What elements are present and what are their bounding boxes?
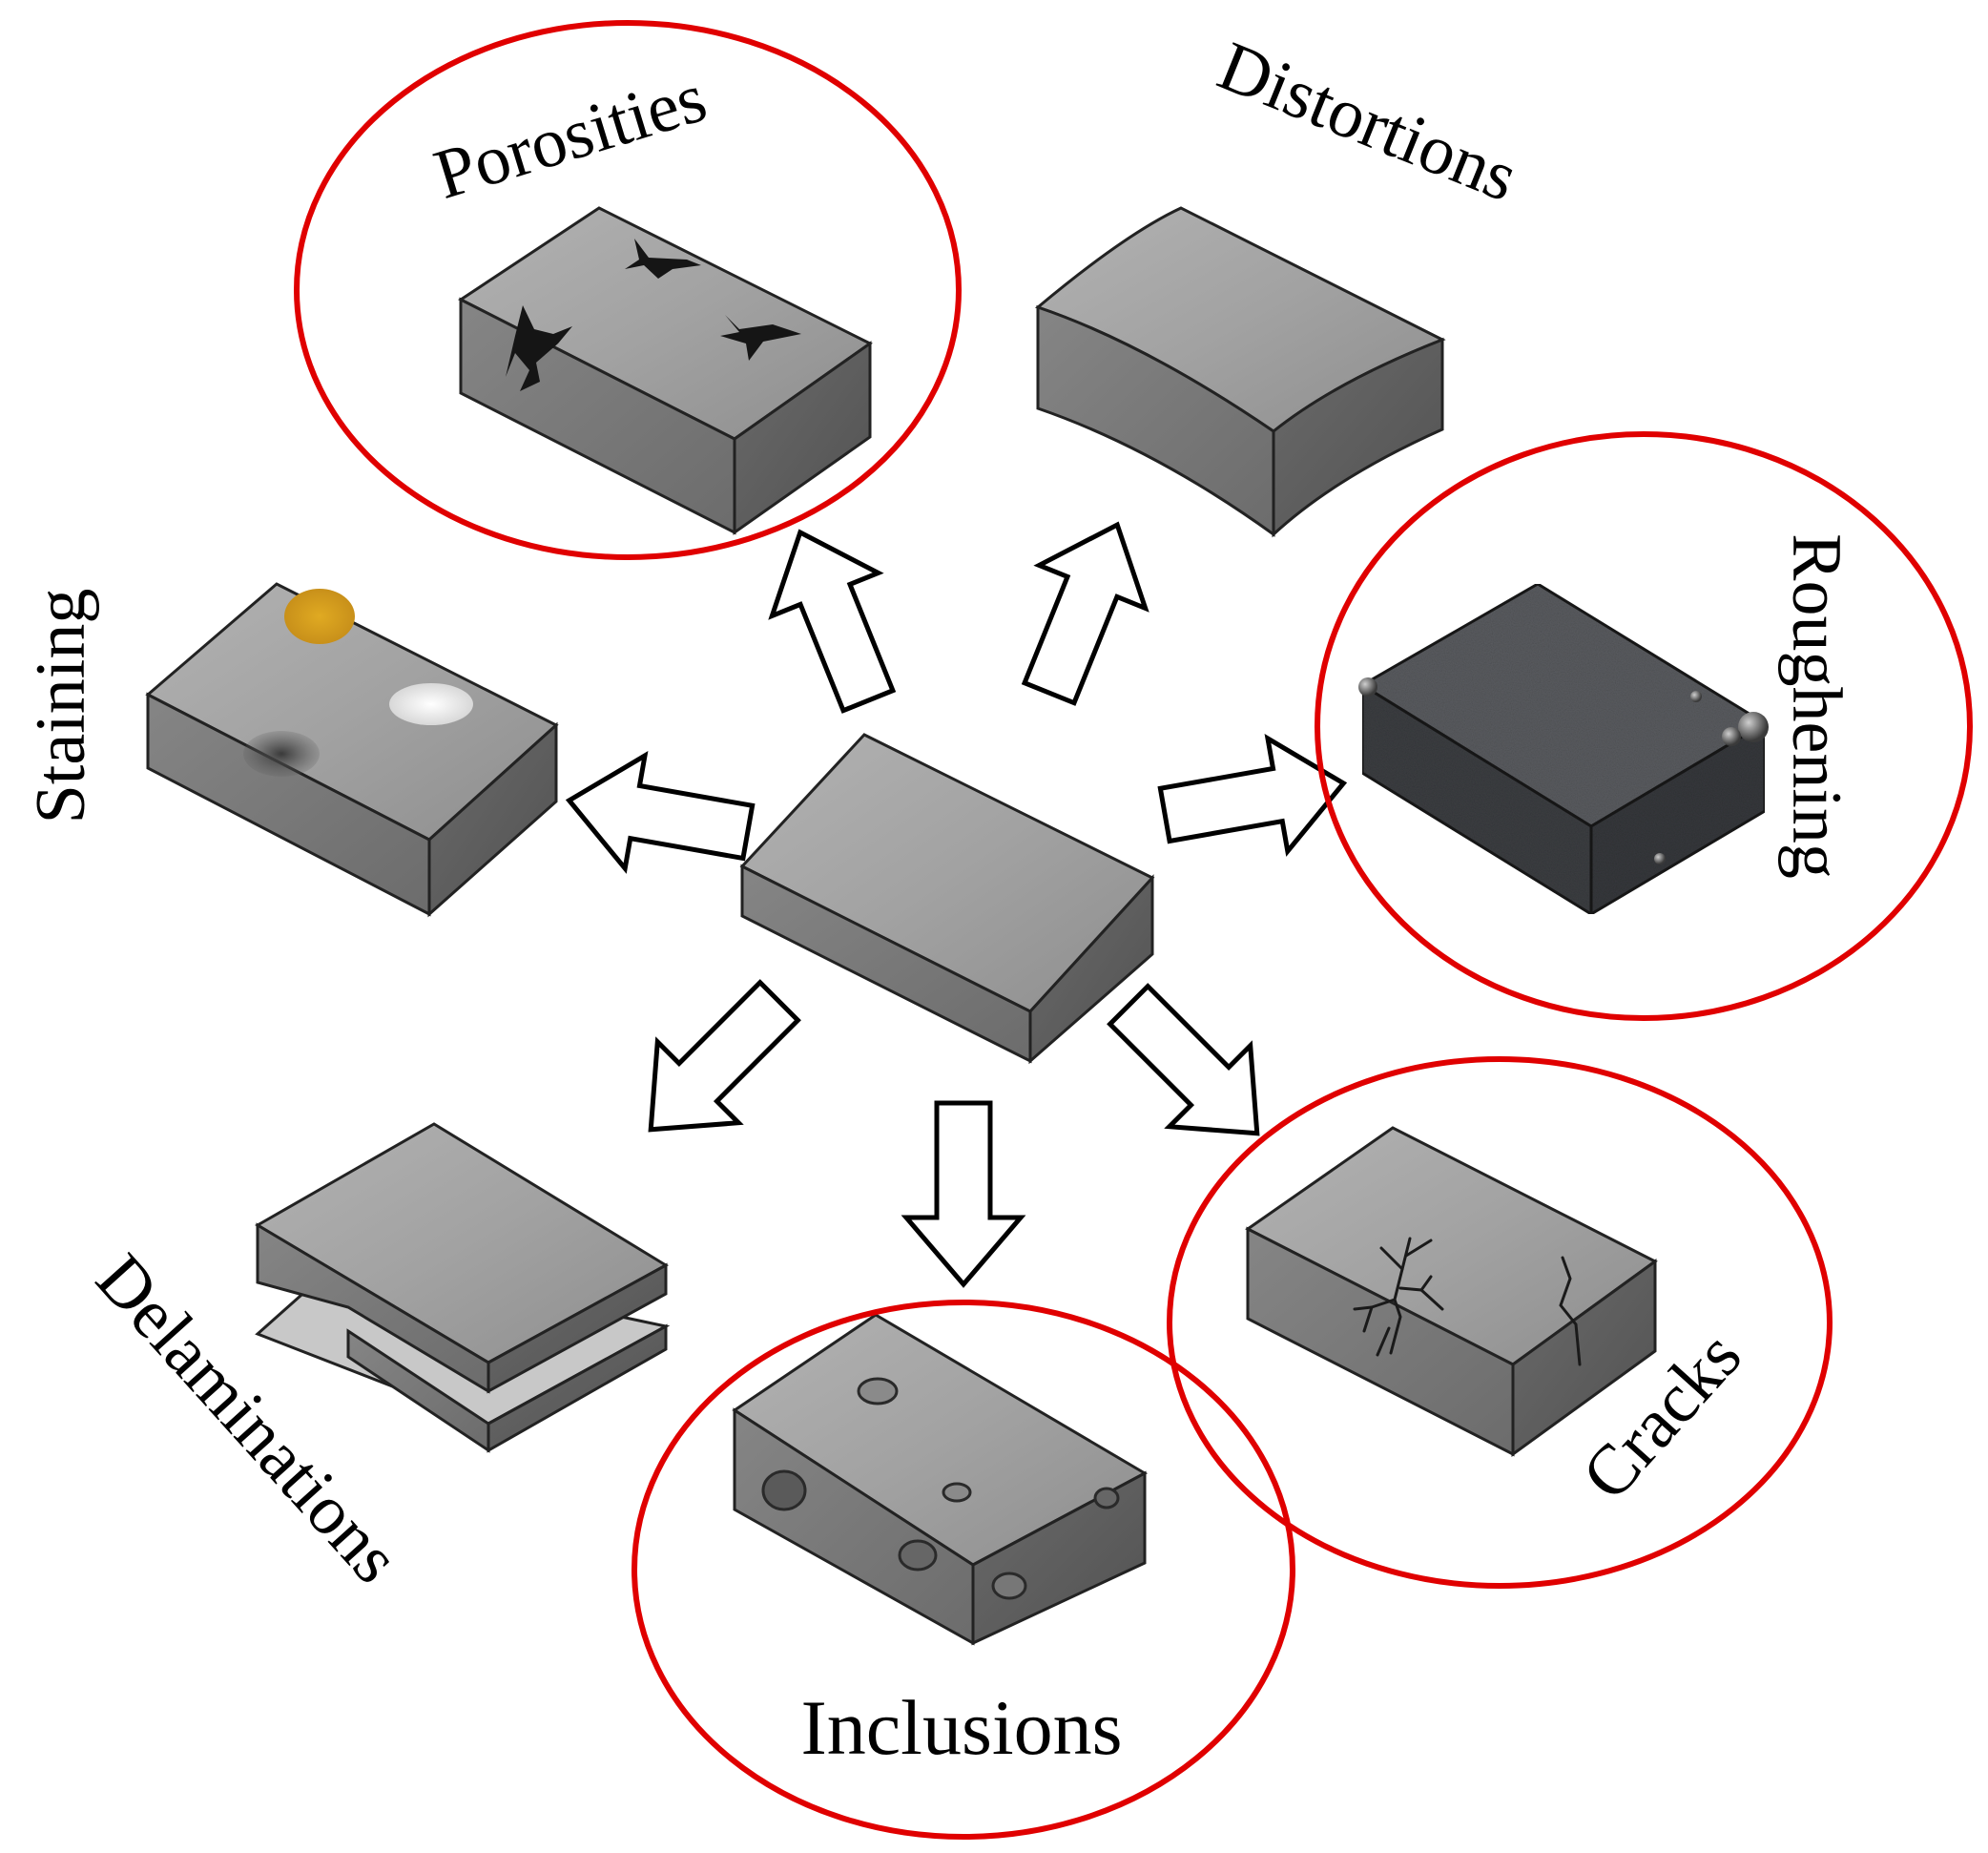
roughening-particle [1738, 712, 1769, 742]
roughening-particle [1654, 853, 1666, 864]
label-roughening: Roughening [1777, 533, 1855, 879]
center-block [739, 733, 1155, 1065]
arrow-to-distortions [1021, 521, 1149, 706]
staining-block [145, 582, 559, 918]
arrow-to-delaminations [648, 979, 801, 1133]
white-stain [389, 683, 473, 725]
crack-icon [1353, 1237, 1582, 1366]
label-staining: Staining [22, 589, 100, 824]
roughening-particle [1690, 691, 1702, 702]
highlight-ring-roughening [1315, 431, 1973, 1021]
cracks-block [1245, 1126, 1658, 1457]
roughening-particle [1358, 677, 1377, 697]
dark-stain [243, 731, 320, 777]
inclusion-icon [761, 1377, 1120, 1600]
pore-icon [506, 239, 801, 391]
distortions-block [1034, 206, 1446, 538]
highlight-ring-porosities [294, 20, 962, 560]
arrow-to-roughening [1157, 734, 1348, 857]
roughening-particle [1722, 727, 1741, 746]
label-porosities: Porosities [425, 58, 714, 215]
arrow-to-cracks [1107, 983, 1260, 1136]
yellow-stain [284, 589, 355, 644]
arrow-to-inclusions [901, 1100, 1026, 1288]
roughening-block [1358, 582, 1769, 917]
label-distortions: Distortions [1208, 27, 1528, 217]
porosities-block [458, 206, 873, 535]
inclusions-block [732, 1313, 1149, 1646]
arrow-to-porosities [768, 529, 897, 714]
arrow-to-staining [565, 751, 756, 874]
highlight-ring-inclusions [632, 1300, 1295, 1840]
delaminations-block [255, 1122, 671, 1453]
highlight-ring-cracks [1167, 1056, 1833, 1589]
label-inclusions: Inclusions [800, 1684, 1122, 1771]
